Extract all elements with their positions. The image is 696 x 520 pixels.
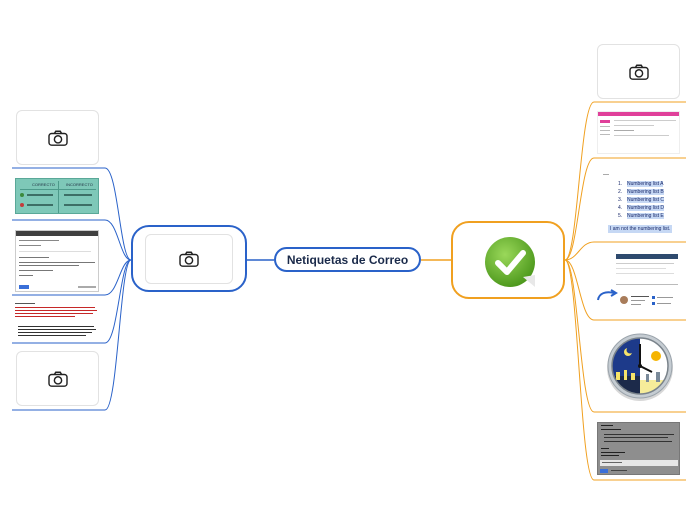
left-child-placeholder-1[interactable]: [16, 110, 99, 165]
image-placeholder: [145, 234, 233, 284]
numbering-item: Numbering list E: [627, 213, 664, 219]
central-topic-label: Netiquetas de Correo: [286, 252, 409, 267]
numbering-item: Numbering list B: [627, 189, 664, 195]
numbering-item: Numbering list A: [627, 181, 664, 187]
table-header-incorrecto: INCORRECTO: [66, 182, 93, 187]
checkmark-icon: [485, 237, 535, 287]
avatar: [620, 296, 628, 304]
left-child-table-thumbnail[interactable]: CORRECTO INCORRECTO: [15, 178, 99, 214]
numbering-item: Numbering list C: [627, 197, 664, 203]
camera-icon: [628, 64, 649, 80]
right-child-profile-thumbnail[interactable]: [596, 254, 680, 310]
camera-icon: [47, 130, 68, 146]
left-child-placeholder-2[interactable]: [16, 351, 99, 406]
table-header-correcto: CORRECTO: [32, 182, 55, 187]
right-child-email-client-thumbnail[interactable]: [597, 111, 680, 154]
clock-icon[interactable]: [606, 330, 674, 406]
central-topic[interactable]: Netiquetas de Correo: [274, 247, 421, 272]
left-child-text-thumbnail[interactable]: [15, 302, 99, 340]
numbering-list: 1.Numbering list A 2.Numbering list B 3.…: [618, 181, 664, 219]
camera-icon: [47, 371, 68, 387]
numbering-footer: I am not the numbering list.: [608, 225, 673, 233]
arrow-icon: [597, 289, 618, 301]
numbering-item: Numbering list D: [627, 205, 664, 211]
right-child-numbering-thumbnail[interactable]: 1.Numbering list A 2.Numbering list B 3.…: [600, 172, 680, 238]
right-child-placeholder[interactable]: [597, 44, 680, 99]
right-main-topic[interactable]: [451, 221, 565, 299]
left-child-email-thumbnail[interactable]: [15, 230, 99, 292]
left-main-topic[interactable]: [131, 225, 247, 292]
camera-icon: [179, 251, 199, 267]
right-child-gray-email-thumbnail[interactable]: [597, 422, 680, 475]
